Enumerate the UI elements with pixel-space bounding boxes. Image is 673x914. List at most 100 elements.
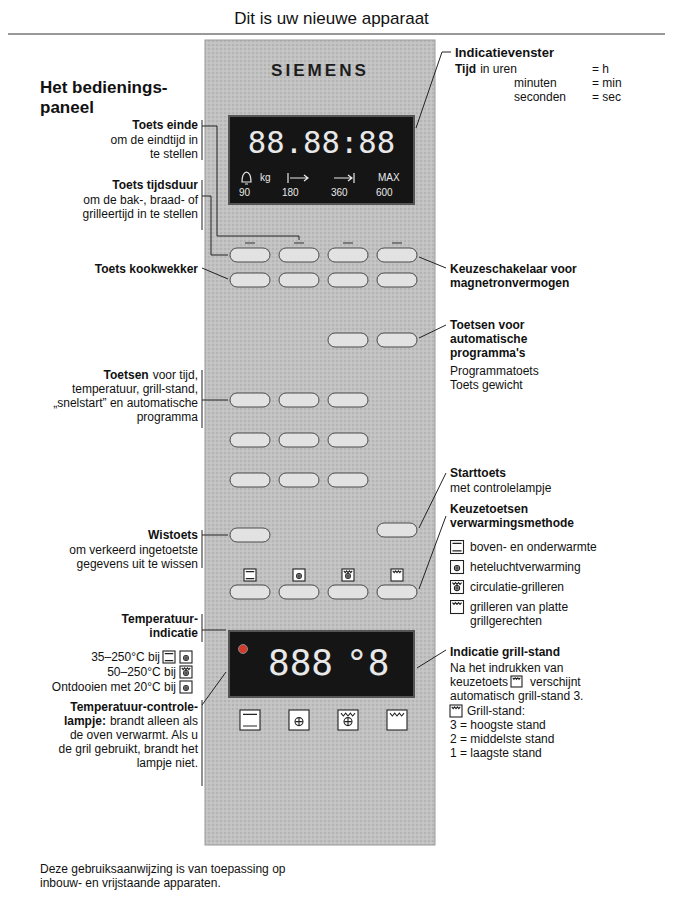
leader-line: [202, 180, 228, 255]
button-mark: [245, 243, 255, 244]
icon-frame: [342, 569, 354, 581]
leader-line: [202, 530, 228, 568]
icon-frame: [391, 569, 403, 581]
callout-label: Toets tijdsduur: [58, 178, 198, 192]
panel-button: [377, 273, 417, 287]
legend-swatch: [450, 560, 465, 575]
callout-label: Grill-stand:: [467, 704, 617, 718]
callout-label: met controlelampje: [450, 481, 600, 495]
icon-stroke: [513, 678, 521, 680]
heating-icon: [451, 581, 464, 594]
callout-label: 1 = laagste stand: [450, 746, 630, 760]
leader-line: [202, 672, 226, 786]
icon-stroke: [452, 583, 461, 585]
icon-frame: [289, 710, 309, 730]
callout-label: verschijnt automatisch grill-stand 3.: [450, 675, 625, 703]
panel-button: [230, 433, 270, 447]
panel-button: [377, 585, 417, 599]
title-rule: [8, 34, 665, 35]
callout-label: Toets einde: [58, 118, 198, 132]
icon-frame: [451, 561, 464, 574]
icon-stroke: [184, 671, 188, 675]
legend-text: heteluchtverwarming: [470, 560, 610, 574]
panel-button: [328, 248, 368, 262]
icon-stroke: [297, 574, 301, 578]
callout-label: Keuzetoetsen verwarmingsmethode: [450, 502, 590, 530]
panel-button: [279, 393, 319, 407]
callout-label: minuten: [514, 76, 586, 90]
callout-label: 35–250°C bij: [50, 650, 160, 664]
heating-icon: [293, 569, 305, 581]
icon-stroke: [344, 718, 352, 726]
callout-label: in uren: [480, 62, 517, 76]
callout-label: Indicatievenster: [455, 45, 615, 61]
heating-icon: [451, 561, 464, 574]
icon-stroke: [184, 656, 189, 661]
legend-text: grilleren van platte grillgerechten: [470, 600, 610, 628]
icon-stroke: [455, 566, 460, 571]
heating-icon: [342, 569, 354, 581]
panel-button: [279, 273, 319, 287]
leader-line: [419, 257, 446, 268]
legend-swatch: [450, 540, 465, 555]
panel-button: [279, 433, 319, 447]
icon-stroke: [452, 603, 461, 605]
callout-label: om de eindtijd in te stellen: [98, 133, 198, 161]
button-mark: [392, 243, 402, 244]
leader-line: [417, 650, 446, 668]
icon-stroke: [246, 572, 254, 579]
time-display: 88.88:88kgMAX90180360600: [228, 115, 415, 205]
icon-frame: [450, 705, 462, 717]
icon-stroke: [390, 713, 404, 716]
icon-stroke: [165, 654, 173, 661]
heating-icon: [180, 681, 192, 693]
icon-frame: [451, 581, 464, 594]
legend-text: boven- en onderwarmte: [470, 540, 610, 554]
leader-line: [419, 325, 446, 338]
icon-frame: [511, 676, 522, 687]
leader-line: [419, 516, 446, 589]
callout-label: om de bak-, braad- of grilleertijd in te…: [73, 193, 198, 221]
button-mark: [343, 243, 353, 244]
icon-stroke: [455, 586, 460, 591]
icon-frame: [244, 569, 256, 581]
heating-icon: [451, 601, 464, 614]
icon-stroke: [184, 686, 189, 691]
callout-label: Keuzeschakelaar voor magnetronvermogen: [450, 262, 630, 290]
icon-stroke: [346, 574, 351, 579]
temperature-display: 888°8: [228, 630, 415, 698]
callout-label: Toets kookwekker: [58, 262, 198, 276]
icon-frame: [293, 569, 305, 581]
heating-icon: [240, 710, 260, 730]
panel-button: [230, 528, 270, 542]
callout-label: Toets gewicht: [450, 378, 600, 392]
panel-button: [328, 393, 368, 407]
panel-button: [328, 273, 368, 287]
leader-line: [419, 473, 446, 528]
page-title: Dit is uw nieuwe apparaat: [0, 9, 668, 29]
icon-frame: [451, 541, 464, 554]
heating-icon: [180, 666, 192, 678]
icon-frame: [451, 601, 464, 614]
heating-icon: [451, 541, 464, 554]
heating-icon: [244, 569, 256, 581]
callout-label: Starttoets: [450, 466, 600, 480]
icon-stroke: [243, 714, 257, 726]
leader-line: [202, 268, 228, 279]
heating-icon: [338, 710, 358, 730]
leader-line: [202, 370, 228, 428]
heating-icon: [289, 710, 309, 730]
power-level: 90: [239, 187, 250, 199]
icon-stroke: [295, 718, 302, 725]
callout-label: om verkeerd ingetoetste gegevens uit te …: [58, 543, 198, 571]
icon-frame: [387, 710, 407, 730]
panel-button: [328, 473, 368, 487]
icon-stroke: [297, 574, 302, 579]
callout-label: 2 = middelste stand: [450, 732, 630, 746]
panel-button: [328, 333, 368, 347]
panel-button: [230, 248, 270, 262]
icon-stroke: [346, 574, 350, 578]
callout-group: Tijdin uren: [455, 62, 585, 76]
heating-icon: [387, 710, 407, 730]
caption: Deze gebruiksaanwijzing is van toepassin…: [40, 862, 295, 890]
